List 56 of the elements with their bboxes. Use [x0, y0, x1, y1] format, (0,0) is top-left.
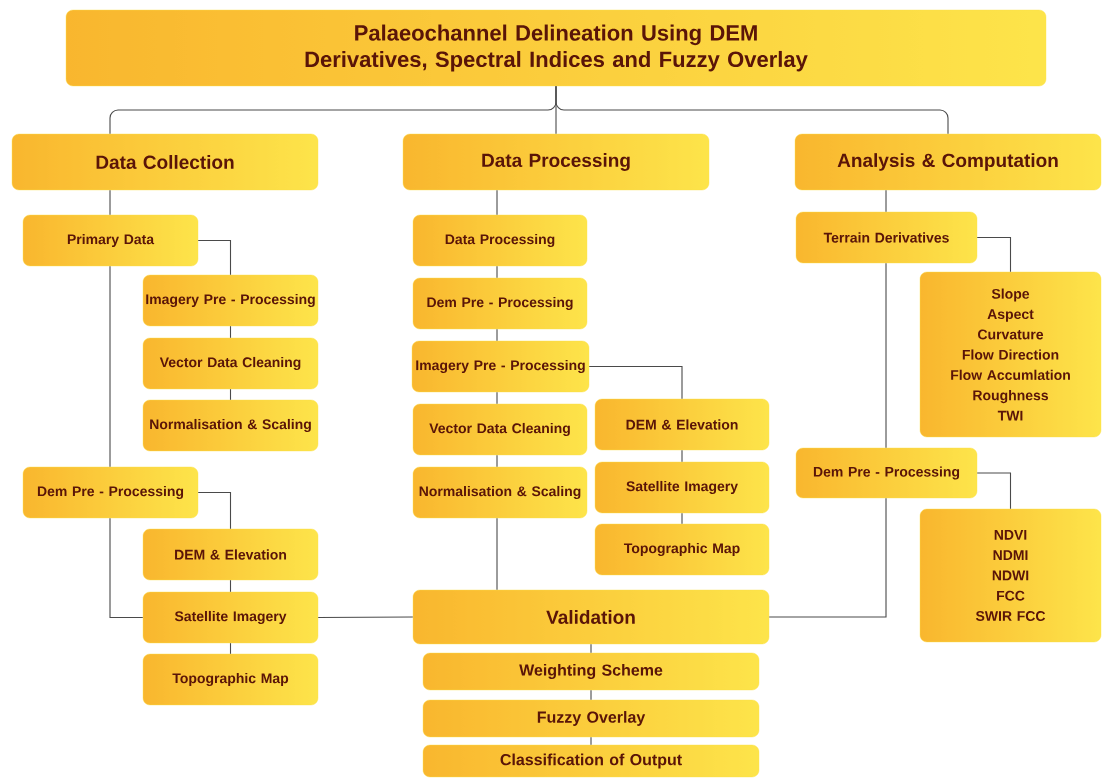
connector-line	[197, 491, 232, 530]
process-box: Vector Data Cleaning	[412, 403, 588, 456]
process-box: Normalisation & Scaling	[142, 399, 319, 452]
title-box: Palaeochannel Delineation Using DEM Derivatives, Spectral Indices and Fuzzy Overlay	[65, 9, 1047, 87]
connector-line	[317, 616, 414, 619]
connector-line	[496, 454, 498, 468]
item-list-box: NDVI NDMI NDWI FCC SWIR FCC	[919, 508, 1102, 643]
connector-line	[496, 328, 498, 342]
category-box: Data Collection	[11, 133, 319, 191]
process-box: DEM & Elevation	[594, 398, 770, 451]
connector-line	[197, 239, 232, 276]
connector-line	[229, 642, 232, 655]
connector-line	[590, 689, 592, 701]
process-box: Classification of Output	[422, 744, 760, 778]
process-box: Validation	[412, 589, 770, 645]
connector-line	[976, 472, 1012, 510]
process-box: Fuzzy Overlay	[422, 699, 760, 738]
connector-line	[496, 189, 498, 216]
process-box: Normalisation & Scaling	[412, 466, 588, 519]
connector-line	[555, 85, 949, 135]
connector-line	[681, 449, 683, 463]
connector-line	[229, 388, 232, 401]
item-list-box: Slope Aspect Curvature Flow Direction Flow Accumlation Roughness TWI	[919, 271, 1102, 438]
process-box: Satellite Imagery	[594, 461, 770, 514]
connector-line	[885, 262, 887, 449]
connector-line	[496, 391, 498, 405]
process-box: Imagery Pre - Processing	[142, 274, 319, 327]
process-box: Topographic Map	[594, 523, 770, 576]
process-box: Dem Pre - Processing	[22, 466, 199, 519]
process-box: Dem Pre - Processing	[412, 277, 588, 330]
process-box: Terrain Derivatives	[795, 211, 978, 264]
connector-line	[229, 579, 232, 593]
connector-line	[885, 189, 887, 213]
connector-line	[109, 517, 144, 619]
process-box: Imagery Pre - Processing	[411, 340, 590, 393]
connector-line	[229, 325, 232, 339]
connector-line	[588, 365, 683, 400]
process-box: Topographic Map	[142, 653, 319, 706]
connector-line	[496, 265, 498, 279]
process-box: Data Processing	[412, 214, 588, 267]
process-box: DEM & Elevation	[142, 528, 319, 581]
connector-line	[590, 643, 592, 654]
connector-line	[768, 497, 887, 618]
connector-line	[109, 265, 111, 468]
connector-line	[681, 512, 683, 525]
connector-line	[590, 736, 592, 746]
category-box: Analysis & Computation	[794, 133, 1102, 191]
connector-line	[496, 517, 498, 591]
process-box: Weighting Scheme	[422, 652, 760, 691]
process-box: Satellite Imagery	[142, 591, 319, 644]
process-box: Dem Pre - Processing	[795, 447, 978, 499]
process-box: Primary Data	[22, 214, 199, 267]
connector-line	[976, 236, 1012, 273]
category-box: Data Processing	[402, 133, 710, 191]
process-box: Vector Data Cleaning	[142, 337, 319, 390]
connector-line	[109, 189, 111, 216]
